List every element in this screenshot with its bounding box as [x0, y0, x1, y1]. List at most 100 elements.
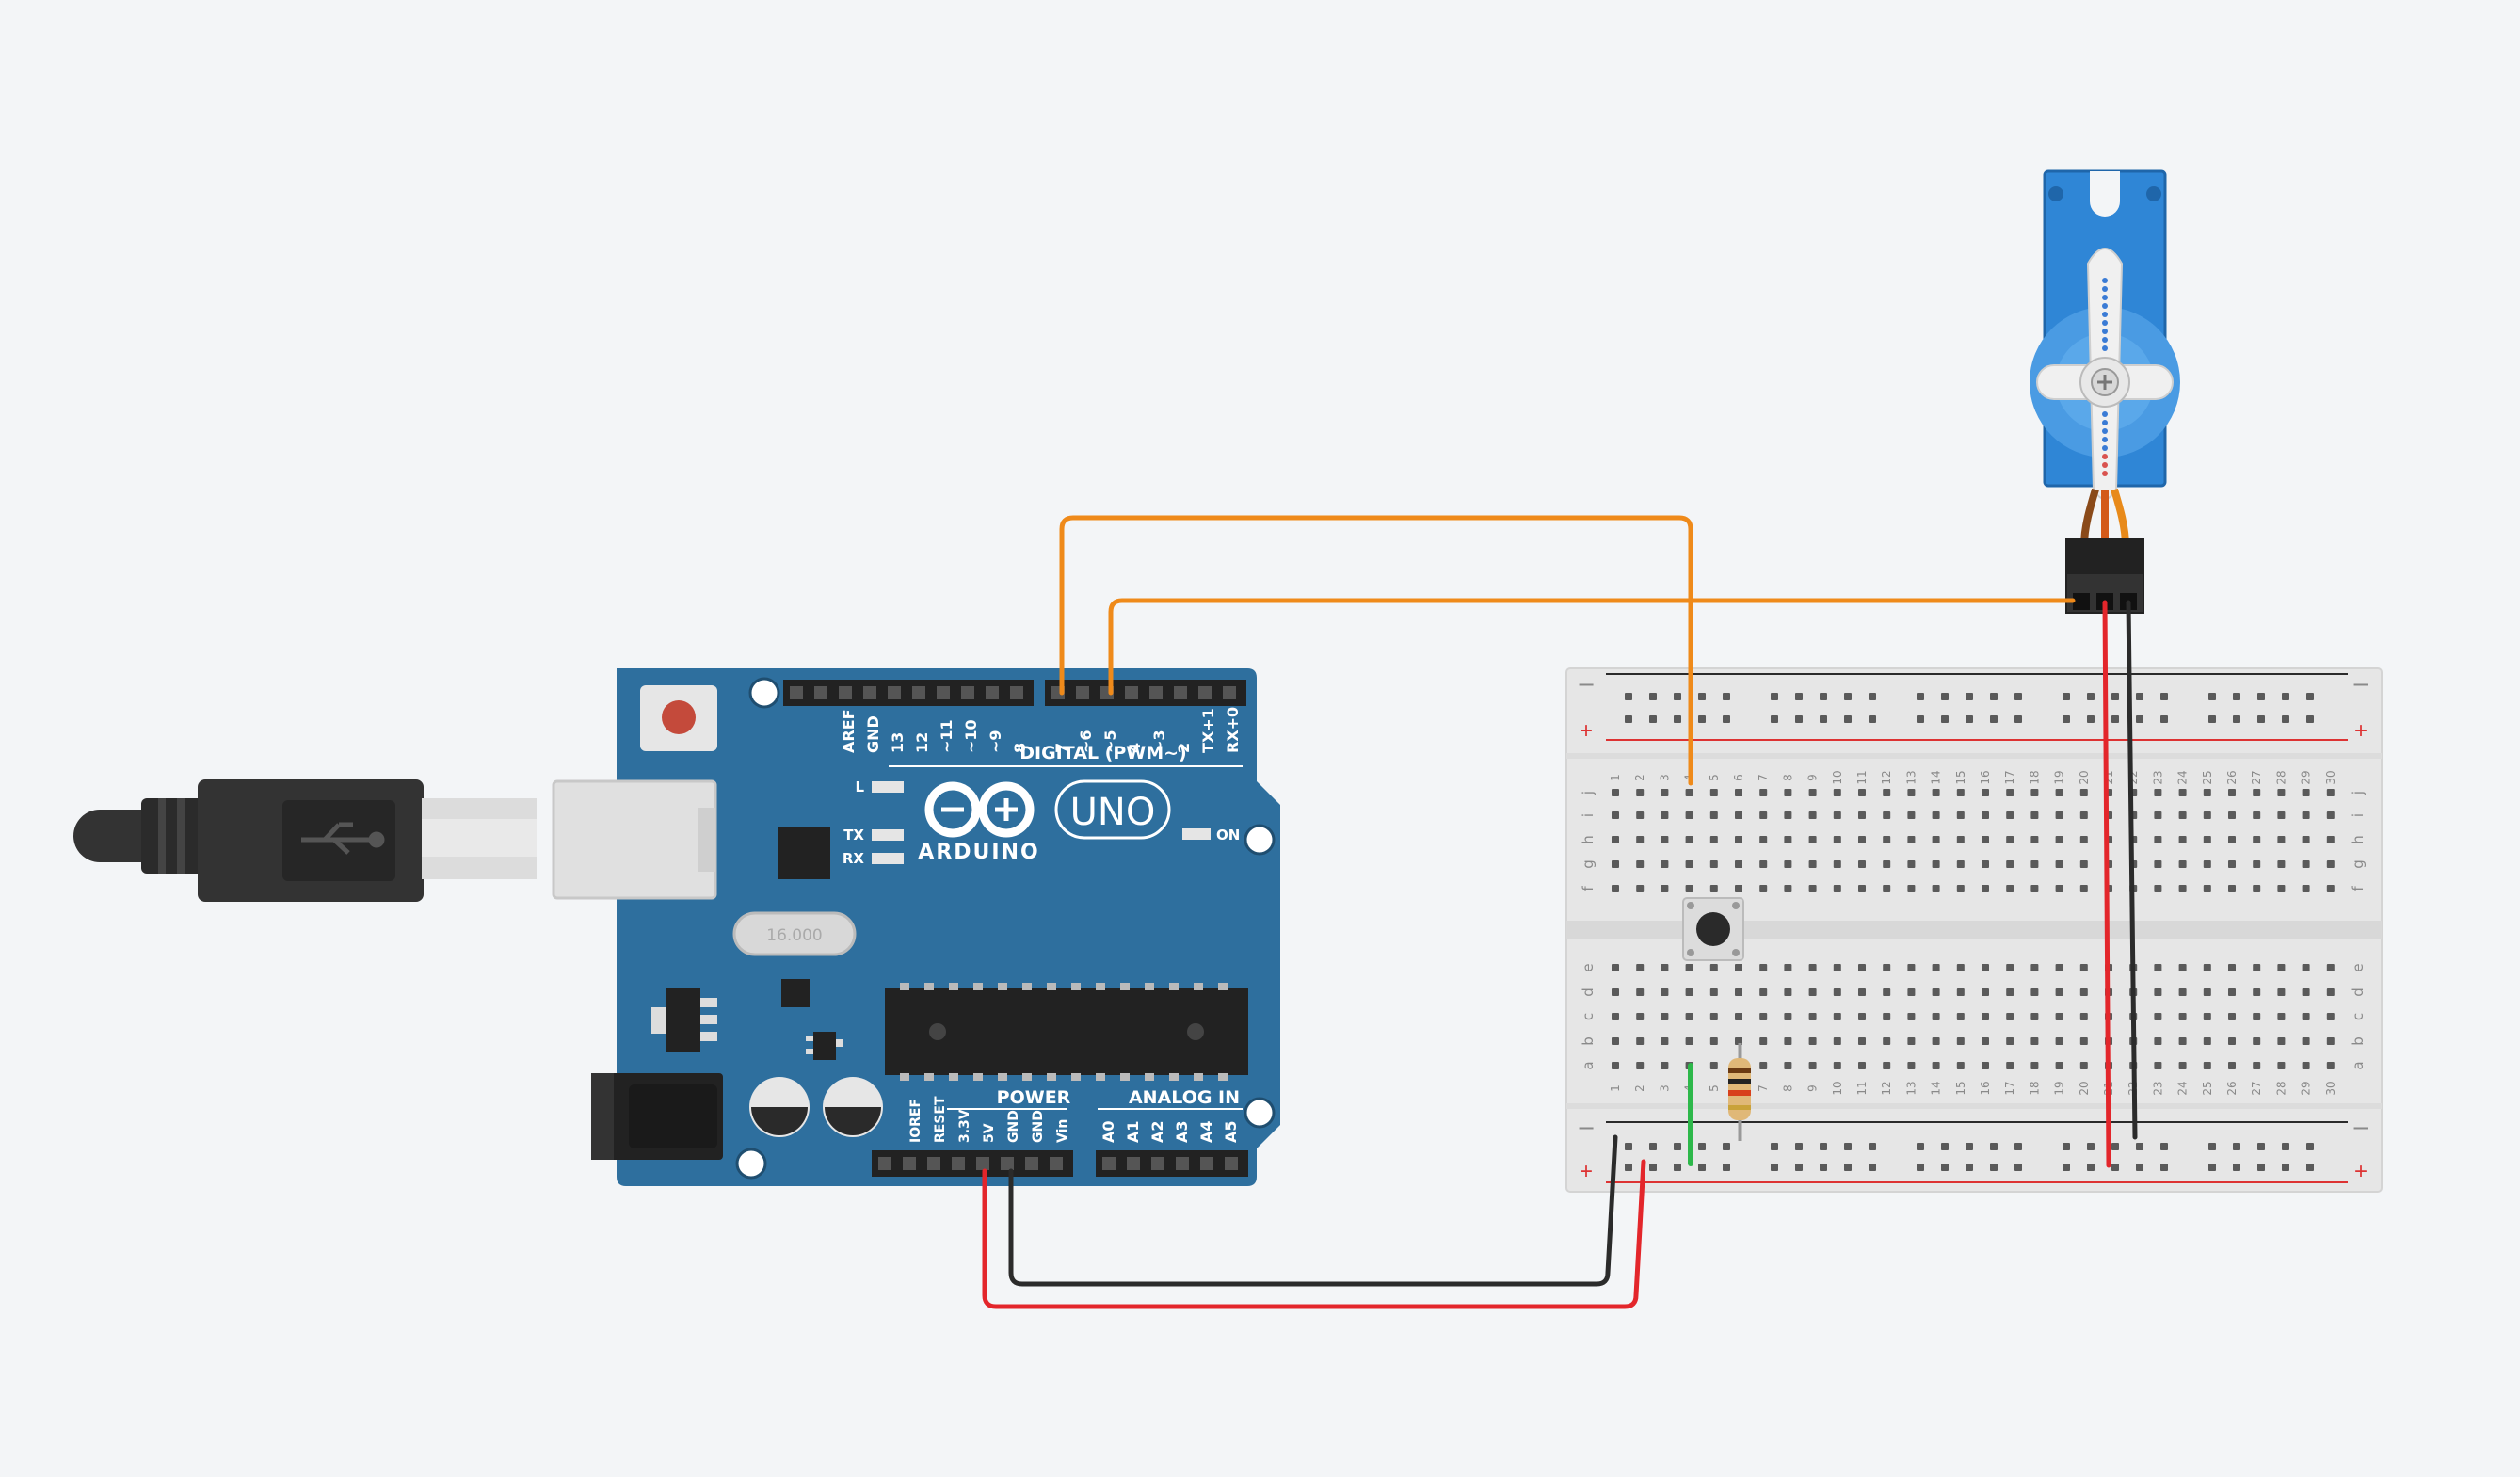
- analog-pin-label: A3: [1173, 1120, 1191, 1143]
- row-letter: h: [1580, 835, 1597, 844]
- header-socket[interactable]: [1001, 1157, 1014, 1170]
- header-socket[interactable]: [1125, 686, 1138, 699]
- header-socket[interactable]: [1076, 686, 1089, 699]
- wire-servo-ground[interactable]: [2126, 600, 2138, 1140]
- svg-text:6: 6: [1732, 774, 1745, 781]
- digital-header[interactable]: [783, 680, 1246, 706]
- led-l: [872, 781, 904, 793]
- crystal-label: 16.000: [766, 926, 822, 945]
- usb-cable[interactable]: [73, 779, 537, 902]
- wire-pin5-to-servo-signal[interactable]: [1108, 598, 2076, 696]
- header-socket[interactable]: [976, 1157, 989, 1170]
- svg-text:15: 15: [1954, 1081, 1967, 1095]
- small-chip: [781, 979, 810, 1007]
- header-socket[interactable]: [952, 1157, 965, 1170]
- svg-text:24: 24: [2176, 770, 2190, 784]
- row-letter: f: [1580, 886, 1597, 891]
- svg-text:17: 17: [2003, 770, 2016, 784]
- breadboard[interactable]: − + − + − + − + 112233445566778899101011…: [1565, 667, 2383, 1193]
- header-socket[interactable]: [927, 1157, 940, 1170]
- svg-text:20: 20: [2078, 770, 2091, 784]
- svg-text:19: 19: [2053, 770, 2066, 784]
- rail-minus-label: −: [1577, 1115, 1596, 1141]
- header-socket[interactable]: [790, 686, 803, 699]
- header-socket[interactable]: [888, 686, 901, 699]
- header-socket[interactable]: [1225, 1157, 1238, 1170]
- row-letter: f: [2350, 886, 2367, 891]
- digital-pin-label: 12: [913, 732, 931, 753]
- on-label: ON: [1216, 827, 1240, 843]
- header-socket[interactable]: [903, 1157, 916, 1170]
- svg-text:1: 1: [1609, 774, 1622, 781]
- header-socket[interactable]: [1151, 1157, 1164, 1170]
- header-socket[interactable]: [1200, 1157, 1213, 1170]
- svg-text:26: 26: [2225, 770, 2239, 784]
- row-letter: c: [2350, 1013, 2367, 1020]
- atmega-chip: [885, 983, 1248, 1081]
- rail-minus-label: −: [1577, 671, 1596, 698]
- model-badge: [1054, 779, 1171, 840]
- svg-text:12: 12: [1880, 1081, 1893, 1095]
- reset-button[interactable]: [640, 685, 717, 751]
- power-pin-label: 5V: [982, 1123, 997, 1143]
- breadboard-holes[interactable]: [1612, 693, 2335, 1171]
- svg-text:25: 25: [2201, 1081, 2214, 1095]
- rail-minus-label: −: [2351, 671, 2370, 698]
- header-socket[interactable]: [878, 1157, 891, 1170]
- header-socket[interactable]: [1010, 686, 1023, 699]
- svg-text:12: 12: [1880, 770, 1893, 784]
- led-label-tx: TX: [843, 827, 864, 843]
- svg-text:7: 7: [1757, 774, 1770, 781]
- header-socket[interactable]: [961, 686, 974, 699]
- svg-text:14: 14: [1930, 1081, 1943, 1095]
- arduino-uno-board[interactable]: 16.000 L TX RX: [552, 668, 1280, 1186]
- power-pin-label: 3.3V: [957, 1109, 972, 1143]
- svg-text:7: 7: [1757, 1084, 1770, 1092]
- svg-text:25: 25: [2201, 770, 2214, 784]
- analog-header[interactable]: [1096, 1150, 1248, 1177]
- header-socket[interactable]: [1025, 1157, 1038, 1170]
- micro-servo[interactable]: [2030, 169, 2180, 614]
- wire-gnd-to-breadboard[interactable]: [1008, 1134, 1618, 1287]
- screw-icon: [2097, 375, 2112, 390]
- row-letter: e: [2350, 963, 2367, 971]
- push-button[interactable]: [1682, 897, 1744, 961]
- header-socket[interactable]: [1050, 1157, 1063, 1170]
- power-header[interactable]: [872, 1150, 1073, 1177]
- row-letter: j: [1580, 791, 1597, 795]
- header-socket[interactable]: [839, 686, 852, 699]
- digital-pin-label: GND: [864, 715, 882, 753]
- svg-text:24: 24: [2176, 1081, 2190, 1095]
- row-letter: g: [2350, 859, 2367, 869]
- digital-pin-label: 7: [1052, 743, 1070, 753]
- svg-text:28: 28: [2274, 1081, 2287, 1095]
- header-socket[interactable]: [912, 686, 925, 699]
- header-socket[interactable]: [1176, 1157, 1189, 1170]
- svg-text:11: 11: [1855, 770, 1869, 784]
- usb-chip: [778, 827, 830, 879]
- header-socket[interactable]: [986, 686, 999, 699]
- header-socket[interactable]: [1223, 686, 1236, 699]
- svg-text:8: 8: [1781, 1084, 1794, 1092]
- row-letter: b: [2350, 1036, 2367, 1046]
- led-label-rx: RX: [843, 850, 865, 867]
- header-socket[interactable]: [863, 686, 876, 699]
- header-socket[interactable]: [1198, 686, 1212, 699]
- wire-servo-power[interactable]: [2102, 600, 2111, 1168]
- header-socket[interactable]: [1174, 686, 1187, 699]
- arduino-logo-icon: [924, 781, 1035, 838]
- row-letter: b: [1580, 1036, 1597, 1046]
- header-socket[interactable]: [1102, 1157, 1116, 1170]
- svg-text:2: 2: [1633, 774, 1646, 781]
- svg-text:26: 26: [2225, 1081, 2239, 1095]
- header-socket[interactable]: [937, 686, 950, 699]
- svg-text:5: 5: [1708, 774, 1721, 781]
- header-socket[interactable]: [814, 686, 827, 699]
- wire-5v-to-breadboard[interactable]: [982, 1159, 1646, 1309]
- rail-minus-label: −: [2351, 1115, 2370, 1141]
- power-section-label: POWER: [997, 1087, 1071, 1108]
- header-socket[interactable]: [1149, 686, 1163, 699]
- header-socket[interactable]: [1127, 1157, 1140, 1170]
- wire-pin7-to-button[interactable]: [1059, 515, 1693, 786]
- resistor[interactable]: [1728, 1043, 1751, 1141]
